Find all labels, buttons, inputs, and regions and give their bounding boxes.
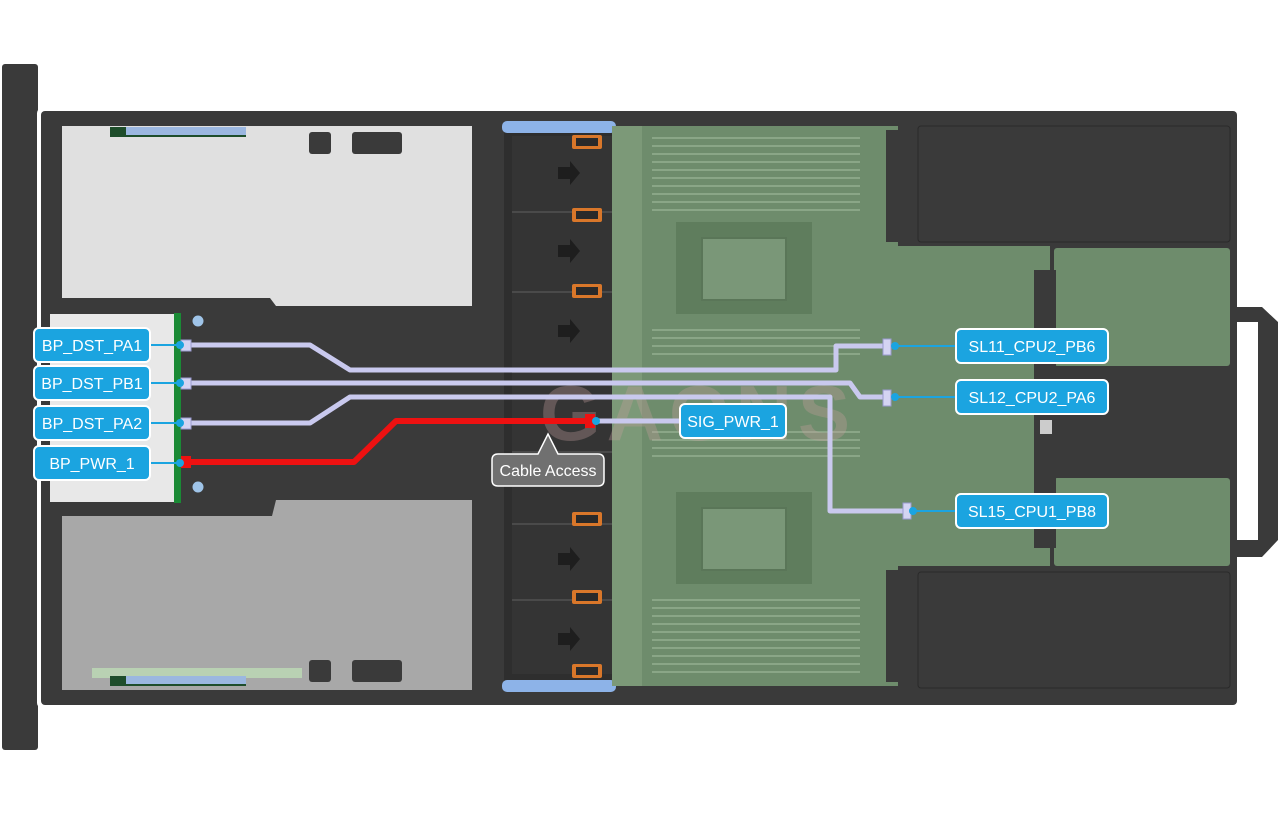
cable-bp-dst-pa2: [186, 394, 906, 514]
cpu-socket-2: [676, 222, 812, 314]
svg-text:Cable Access: Cable Access: [500, 463, 597, 480]
cable-bp-dst-pa1: [186, 342, 886, 373]
svg-text:SL11_CPU2_PB6: SL11_CPU2_PB6: [969, 339, 1096, 356]
svg-text:BP_PWR_1: BP_PWR_1: [49, 456, 134, 473]
drive-cage-top: [62, 126, 472, 306]
label-bp-dst-pa2: BP_DST_PA2: [33, 405, 151, 441]
label-bp-pwr-1: BP_PWR_1: [33, 445, 151, 481]
label-sl11-cpu2-pb6: SL11_CPU2_PB6: [955, 328, 1109, 364]
label-sig-pwr-1: SIG_PWR_1: [679, 403, 787, 439]
svg-text:SL12_CPU2_PA6: SL12_CPU2_PA6: [969, 390, 1096, 407]
connector-bp-pwr-1: [181, 456, 191, 468]
label-bp-dst-pa1: BP_DST_PA1: [33, 327, 151, 363]
callout-cable-access: Cable Access: [491, 432, 605, 487]
psu-bottom: [917, 571, 1231, 689]
svg-text:BP_DST_PB1: BP_DST_PB1: [41, 376, 142, 393]
connector-sl12: [882, 389, 892, 407]
svg-text:BP_DST_PA2: BP_DST_PA2: [42, 416, 142, 433]
psu-top: [917, 125, 1231, 243]
label-sl12-cpu2-pa6: SL12_CPU2_PA6: [955, 379, 1109, 415]
label-sl15-cpu1-pb8: SL15_CPU1_PB8: [955, 493, 1109, 529]
connector-sig-pwr-1: [585, 414, 595, 428]
cable-bp-dst-pb1: [186, 380, 886, 400]
connector-sl11: [882, 338, 892, 356]
signal-cables: [186, 342, 906, 514]
rear-handle: [1237, 307, 1278, 557]
cpu-socket-1: [676, 492, 812, 584]
drive-cage-bottom: [62, 500, 472, 690]
front-bezel: [2, 64, 38, 750]
fan-bay: [502, 121, 616, 692]
svg-text:BP_DST_PA1: BP_DST_PA1: [42, 338, 142, 355]
svg-text:SL15_CPU1_PB8: SL15_CPU1_PB8: [968, 504, 1096, 521]
svg-text:SIG_PWR_1: SIG_PWR_1: [687, 414, 779, 431]
cable-bp-pwr-1: [184, 418, 590, 465]
label-bp-dst-pb1: BP_DST_PB1: [33, 365, 151, 401]
